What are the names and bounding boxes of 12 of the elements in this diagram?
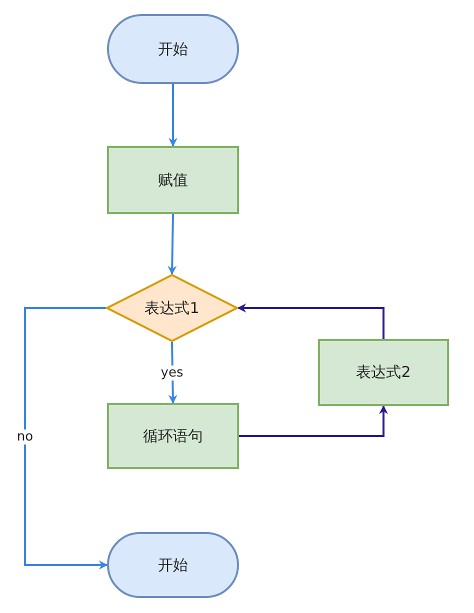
node-label: 表达式1: [144, 298, 200, 318]
node-label: 表达式2: [356, 363, 411, 382]
node-label: 开始: [158, 556, 188, 574]
arrow: [237, 304, 384, 339]
edge-label: yes: [158, 365, 186, 380]
arrow: [239, 405, 388, 437]
arrow: [168, 84, 178, 147]
node-label: 开始: [158, 40, 188, 58]
arrow: [168, 214, 177, 275]
node-label: 赋值: [158, 170, 188, 190]
node-label: 循环语句: [143, 426, 203, 446]
arrow: [24, 307, 108, 570]
